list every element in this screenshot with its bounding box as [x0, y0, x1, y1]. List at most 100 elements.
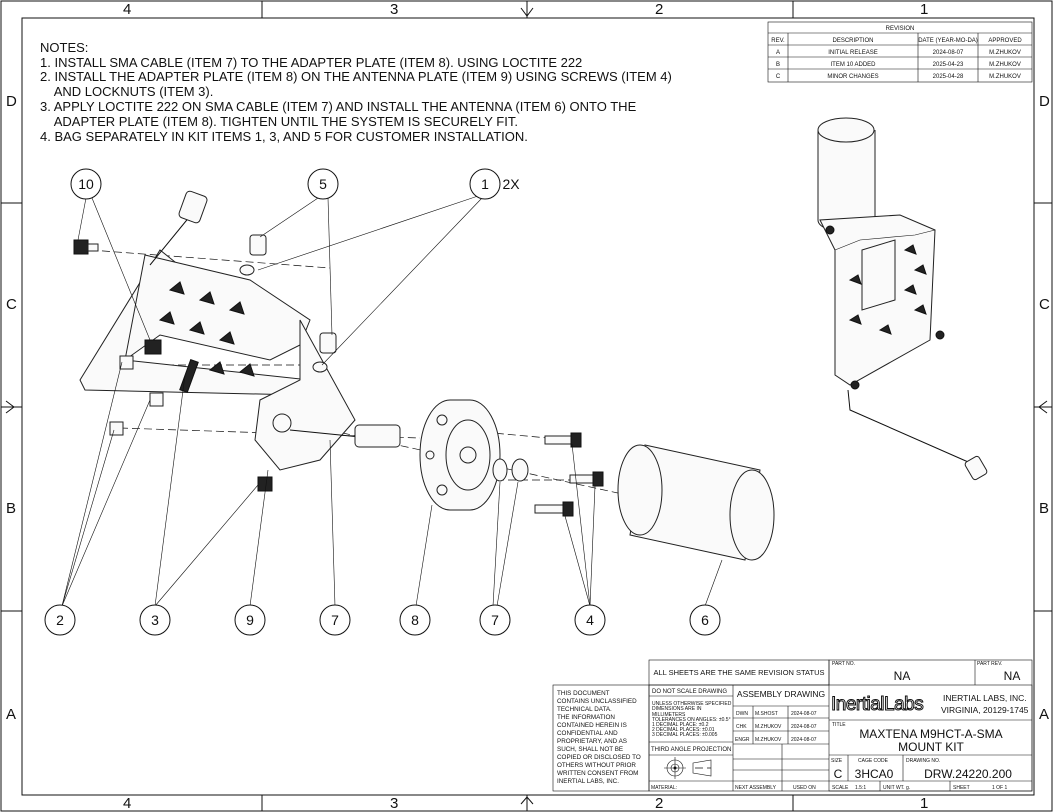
disclaimer: THIS DOCUMENT CONTAINS UNCLASSIFIED TECH…	[557, 690, 641, 785]
signoff-name: M.ZHUKOV	[755, 737, 782, 743]
antenna	[617, 444, 775, 561]
adapter-plate	[419, 399, 501, 511]
signoff-role: ENGR	[735, 737, 750, 743]
svg-text:SUCH, SHALL NOT BE: SUCH, SHALL NOT BE	[557, 746, 623, 753]
material-label: MATERIAL:	[651, 785, 677, 791]
zone-col-1: 1	[920, 1, 928, 18]
svg-text:CONTAINED HEREIN IS: CONTAINED HEREIN IS	[557, 722, 627, 729]
size-label: SIZE	[831, 758, 843, 764]
zone-col-2: 2	[655, 1, 663, 18]
svg-text:1 DECIMAL PLACE: ±0.2: 1 DECIMAL PLACE: ±0.2	[652, 722, 709, 728]
zone-row-c-right: C	[1039, 296, 1050, 313]
antenna-plate-bracket	[79, 249, 356, 471]
nut	[511, 458, 529, 482]
zone-row-b-right: B	[1039, 500, 1049, 517]
svg-text:CONTAINS UNCLASSIFIED: CONTAINS UNCLASSIFIED	[557, 698, 637, 705]
zone-col-4: 4	[123, 1, 131, 18]
hardware	[73, 234, 337, 492]
rev-cell: 2025-04-28	[933, 74, 964, 80]
signoff-role: DWN	[736, 711, 748, 717]
part-no-label: PART NO.	[832, 661, 855, 667]
zone-col-1-bottom: 1	[920, 795, 928, 812]
callout-7b: 7	[491, 612, 499, 628]
rev-cell: 2024-08-07	[933, 50, 964, 56]
svg-text:PROPRIETARY, AND AS: PROPRIETARY, AND AS	[557, 738, 627, 745]
signoff-name: M.SHOST	[755, 711, 778, 717]
exploded-view: 10 5 1 2X 2 3 9 7 8 7 4 6	[44, 168, 775, 636]
drawing-title-line2: MOUNT KIT	[898, 740, 964, 754]
scale-value: 1.5:1	[855, 785, 866, 791]
callout-7: 7	[331, 612, 339, 628]
zone-row-a-right: A	[1039, 706, 1049, 723]
svg-text:THIS DOCUMENT: THIS DOCUMENT	[557, 690, 610, 697]
svg-text:THE INFORMATION: THE INFORMATION	[557, 714, 615, 721]
drawing-no: DRW.24220.200	[924, 767, 1012, 781]
tolerances: UNLESS OTHERWISE SPECIFIED DIMENSIONS AR…	[652, 701, 732, 738]
callout-8: 8	[411, 612, 419, 628]
zone-row-a: A	[6, 706, 16, 723]
rev-cell: ITEM 10 ADDED	[830, 62, 876, 68]
svg-text:MILLIMETERS: MILLIMETERS	[652, 712, 686, 718]
svg-text:COPIED OR DISCLOSED TO: COPIED OR DISCLOSED TO	[557, 754, 641, 761]
callout-1-qty: 2X	[502, 176, 520, 192]
rev-cell: M.ZHUKOV	[989, 50, 1021, 56]
svg-text:INERTIAL LABS, INC.: INERTIAL LABS, INC.	[557, 778, 619, 785]
note-line: ADAPTER PLATE (ITEM 8). TIGHTEN UNTIL TH…	[40, 114, 518, 129]
signoff-name: M.ZHUKOV	[755, 724, 782, 730]
rev-cell: 2025-04-23	[933, 62, 964, 68]
sheet-value: 1 OF 1	[992, 785, 1008, 791]
note-line: 4. BAG SEPARATELY IN KIT ITEMS 1, 3, AND…	[40, 129, 528, 144]
svg-text:OTHERS WITHOUT PRIOR: OTHERS WITHOUT PRIOR	[557, 762, 636, 769]
svg-text:TOLERANCES ON ANGLES: ±0.5°: TOLERANCES ON ANGLES: ±0.5°	[652, 717, 731, 723]
zone-row-d: D	[6, 93, 17, 110]
svg-text:CONFIDENTIAL AND: CONFIDENTIAL AND	[557, 730, 618, 737]
rev-cell: MINOR CHANGES	[827, 74, 878, 80]
revision-title: REVISION	[886, 26, 915, 32]
rev-header: DATE (YEAR-MO-DA)	[918, 38, 978, 44]
screws	[534, 432, 604, 517]
callout-5: 5	[319, 176, 327, 192]
note-line: 3. APPLY LOCTITE 222 ON SMA CABLE (ITEM …	[40, 99, 637, 114]
third-angle-projection-icon	[664, 757, 712, 779]
used-on-label: USED ON	[793, 785, 816, 791]
zone-row-d-right: D	[1039, 93, 1050, 110]
callout-3: 3	[151, 612, 159, 628]
drawing-type: ASSEMBLY DRAWING	[737, 689, 825, 699]
title-label: TITLE	[832, 722, 846, 728]
svg-text:TECHNICAL DATA.: TECHNICAL DATA.	[557, 706, 612, 713]
title-block: ALL SHEETS ARE THE SAME REVISION STATUS …	[552, 659, 1033, 792]
zone-col-3: 3	[390, 1, 398, 18]
signoff-role: CHK	[736, 724, 747, 730]
company-name: INERTIAL LABS, INC.	[943, 693, 1027, 703]
company-address: VIRGINIA, 20129-1745	[941, 705, 1029, 715]
zone-row-b: B	[6, 500, 16, 517]
signoff-date: 2024-08-07	[791, 737, 817, 743]
rev-cell: C	[776, 74, 781, 80]
scale-label: SCALE	[832, 785, 849, 791]
size-value: C	[834, 767, 843, 781]
svg-text:WRITTEN CONSENT FROM: WRITTEN CONSENT FROM	[557, 770, 638, 777]
inertial-labs-logo: InertialLabs	[831, 694, 923, 715]
projection-label: THIRD ANGLE PROJECTION	[651, 747, 731, 753]
assembled-view	[817, 117, 988, 481]
sheet-label: SHEET	[953, 785, 970, 791]
rev-cell: M.ZHUKOV	[989, 74, 1021, 80]
callout-4: 4	[586, 612, 594, 628]
sma-cable	[149, 190, 401, 448]
rev-cell: B	[776, 62, 780, 68]
do-not-scale: DO NOT SCALE DRAWING	[652, 689, 727, 695]
callout-1: 1	[481, 176, 489, 192]
zone-col-2-bottom: 2	[655, 795, 663, 812]
rev-header: REV.	[771, 38, 785, 44]
part-no: NA	[894, 669, 911, 683]
next-assembly-label: NEXT ASSEMBLY	[735, 785, 777, 791]
zone-row-c: C	[6, 296, 17, 313]
svg-text:UNLESS OTHERWISE SPECIFIED: UNLESS OTHERWISE SPECIFIED	[652, 701, 732, 707]
callout-10: 10	[78, 176, 94, 192]
callout-2: 2	[56, 612, 64, 628]
notes: NOTES: 1. INSTALL SMA CABLE (ITEM 7) TO …	[40, 40, 672, 144]
callout-6: 6	[701, 612, 709, 628]
revision-table: REVISION REV. DESCRIPTION DATE (YEAR-MO-…	[767, 21, 1033, 83]
